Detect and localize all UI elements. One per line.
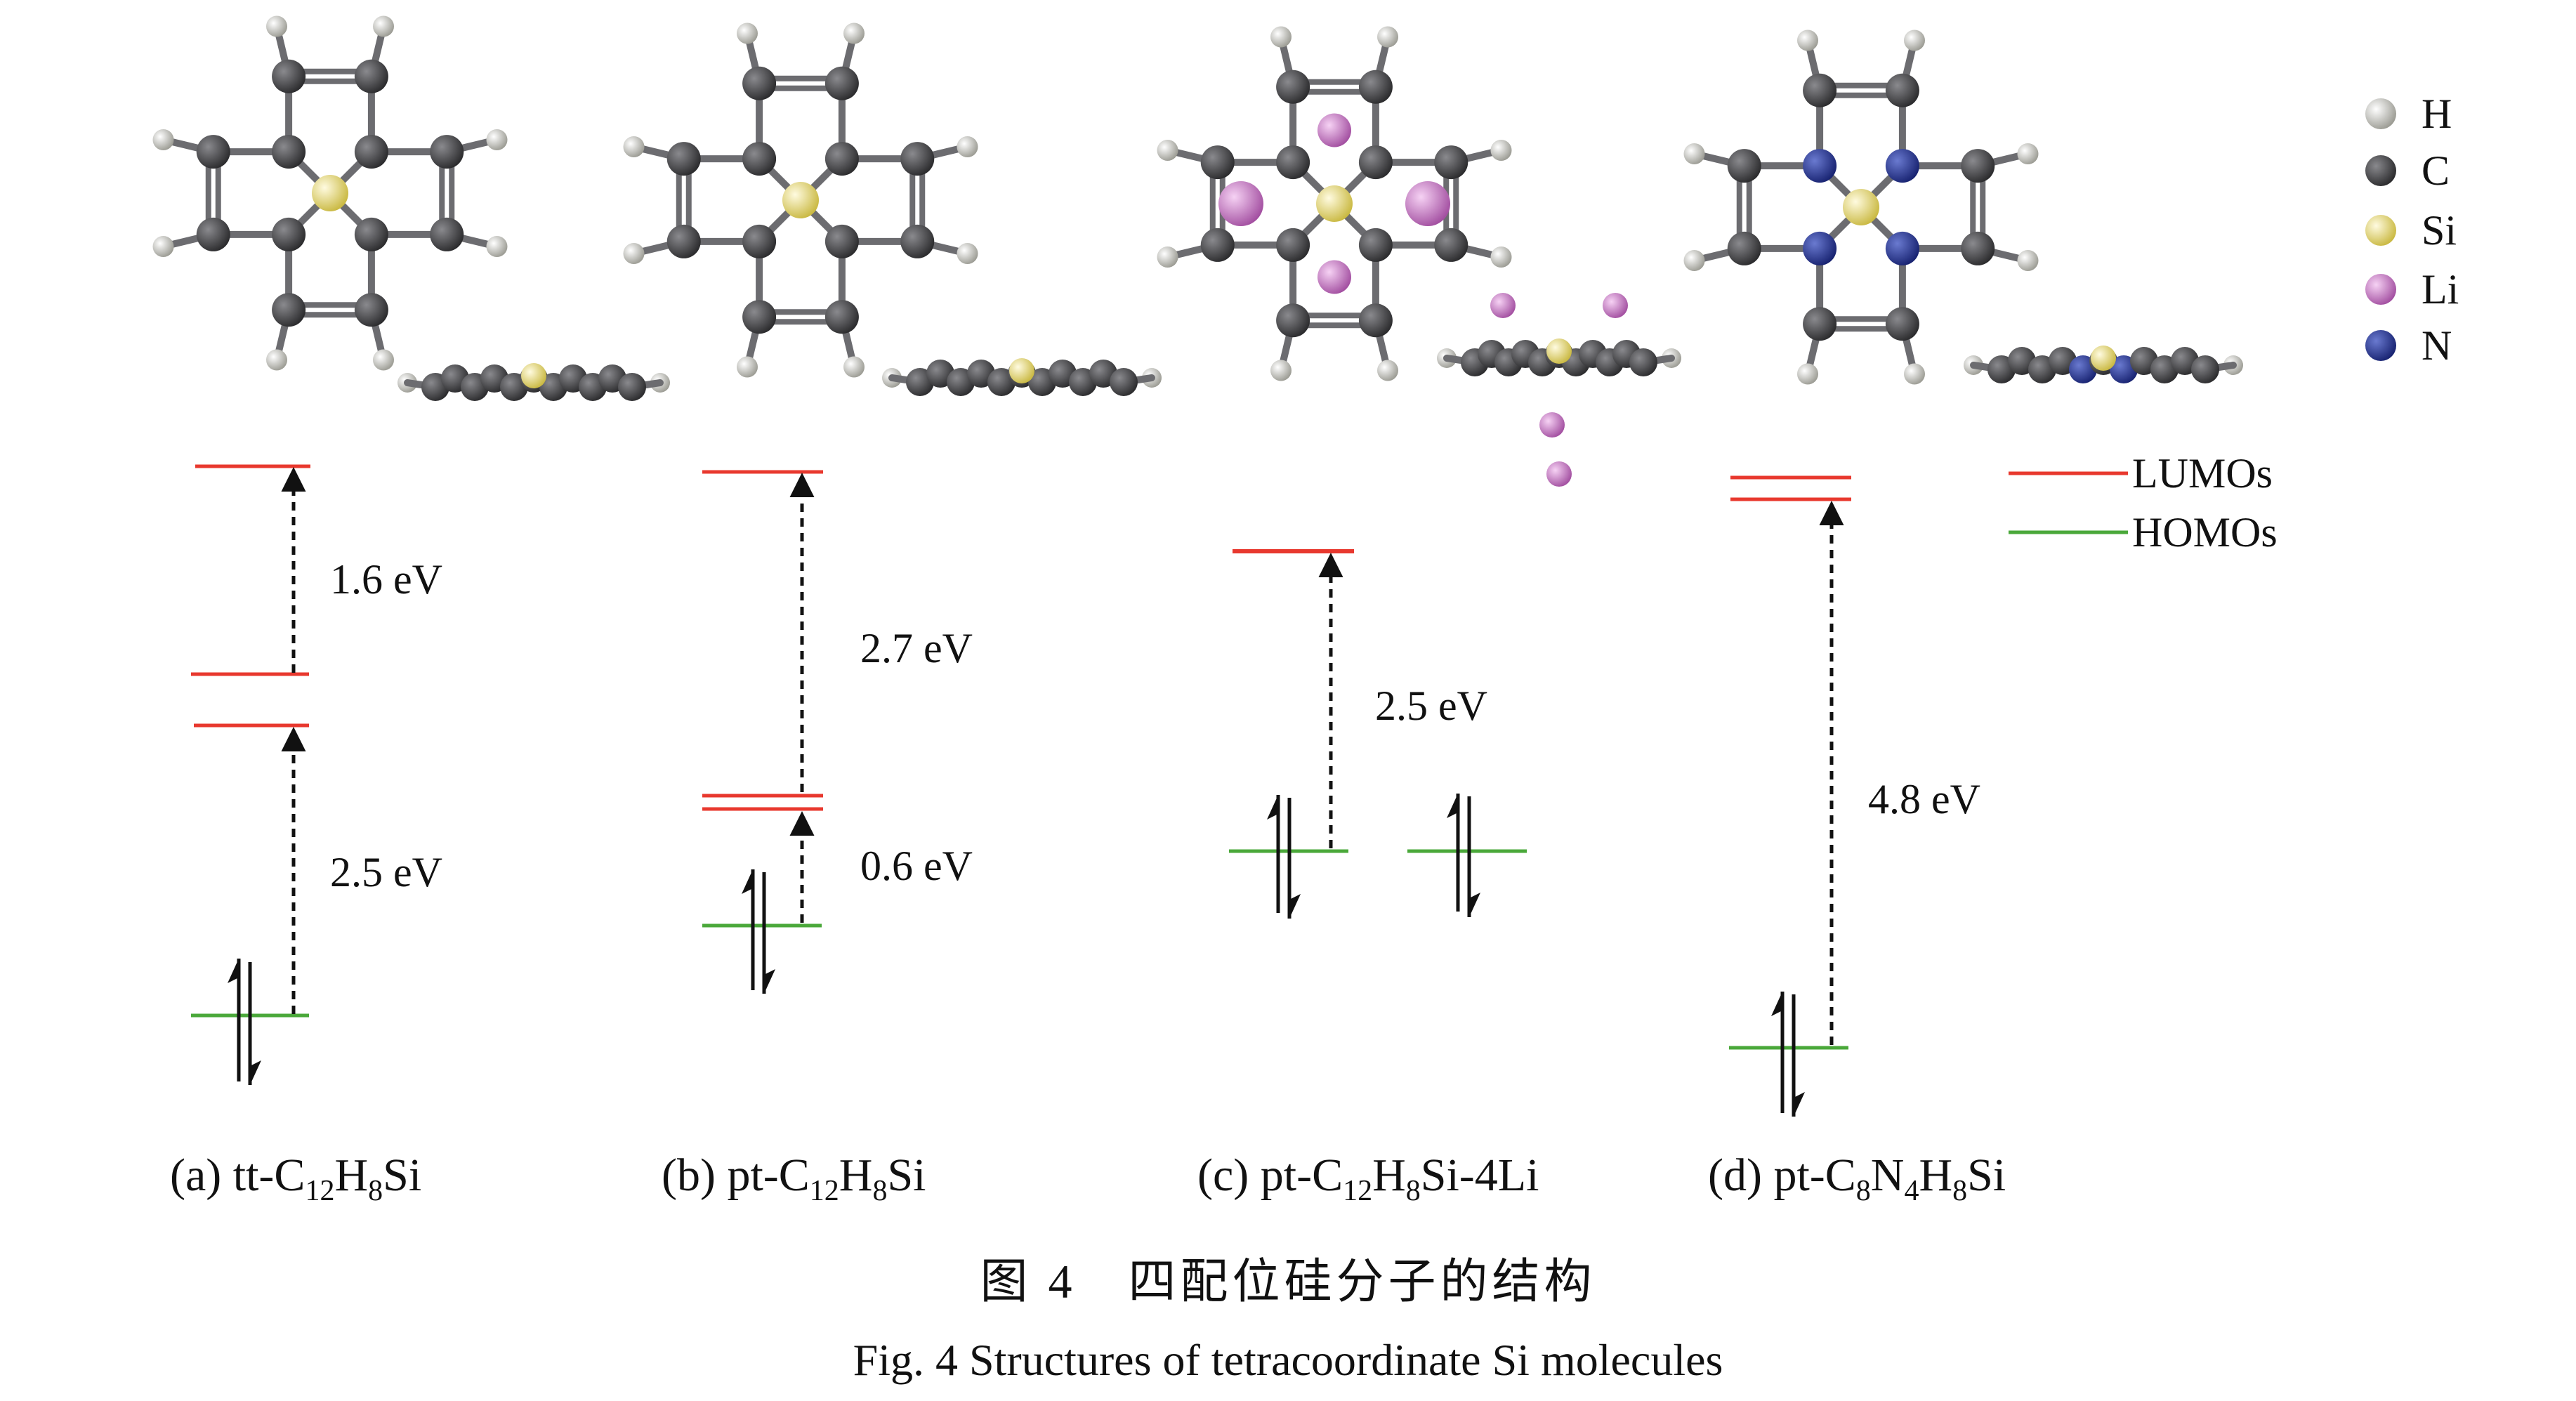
panel-a-energy-diagram: 1.6 eV 2.5 eV (a) tt-C12H8Si xyxy=(170,464,442,1207)
molecule-d-side-view xyxy=(1964,346,2243,383)
legend-li-label: Li xyxy=(2421,266,2459,313)
caption-english: Fig. 4 Structures of tetracoordinate Si … xyxy=(853,1335,1723,1385)
molecule-b-top-view xyxy=(623,22,978,378)
molecule-a-top-view xyxy=(152,15,508,371)
panel-c-electron-pair-2 xyxy=(1447,794,1480,917)
panel-c-electron-pair-1 xyxy=(1267,795,1301,919)
panel-b-gap-label-1: 2.7 eV xyxy=(860,625,973,671)
legend-li-ball xyxy=(2365,274,2396,305)
orbital-legend: LUMOs HOMOs xyxy=(2009,450,2278,555)
caption-chinese: 图 4 四配位硅分子的结构 xyxy=(980,1255,1596,1308)
panel-a-gap-label-2: 2.5 eV xyxy=(330,849,442,895)
legend-homo-label: HOMOs xyxy=(2132,509,2278,555)
panel-c-title: (c) pt-C12H8Si-4Li xyxy=(1197,1150,1539,1207)
panel-b-title: (b) pt-C12H8Si xyxy=(662,1150,926,1207)
legend-c-ball xyxy=(2365,155,2396,186)
panel-c-energy-diagram: 2.5 eV (c) pt-C12H8Si-4Li xyxy=(1197,549,1539,1207)
molecule-d-top-view xyxy=(1683,29,2039,385)
panel-a-title: (a) tt-C12H8Si xyxy=(170,1150,421,1207)
legend-si-ball xyxy=(2365,215,2396,246)
molecule-c-top-view xyxy=(1157,26,1512,381)
molecule-structures xyxy=(152,15,2243,487)
panel-c-gap-label: 2.5 eV xyxy=(1375,683,1487,729)
molecule-a-side-view xyxy=(397,363,670,401)
panel-b-energy-diagram: 2.7 eV 0.6 eV (b) pt-C12H8Si xyxy=(662,470,973,1207)
legend-c-label: C xyxy=(2421,147,2450,194)
panel-b-electron-pair xyxy=(742,869,775,994)
panel-a-gap-label-1: 1.6 eV xyxy=(330,556,442,603)
legend-h-label: H xyxy=(2421,91,2452,137)
panel-a-electron-pair xyxy=(228,959,261,1085)
panel-d-gap-label: 4.8 eV xyxy=(1868,776,1980,822)
legend-h-ball xyxy=(2365,98,2396,129)
molecule-c-side-view xyxy=(1437,293,1681,487)
legend-n-label: N xyxy=(2421,322,2452,369)
panel-d-electron-pair xyxy=(1771,992,1805,1117)
panel-d-energy-diagram: 4.8 eV (d) pt-C8N4H8Si xyxy=(1708,475,2006,1207)
legend-lumo-label: LUMOs xyxy=(2132,450,2273,496)
legend-si-label: Si xyxy=(2421,207,2457,254)
atom-legend: H C Si Li N xyxy=(2365,91,2459,369)
panel-b-gap-label-2: 0.6 eV xyxy=(860,843,973,889)
molecule-b-side-view xyxy=(882,358,1162,396)
panel-d-title: (d) pt-C8N4H8Si xyxy=(1708,1150,2006,1207)
legend-n-ball xyxy=(2365,330,2396,361)
